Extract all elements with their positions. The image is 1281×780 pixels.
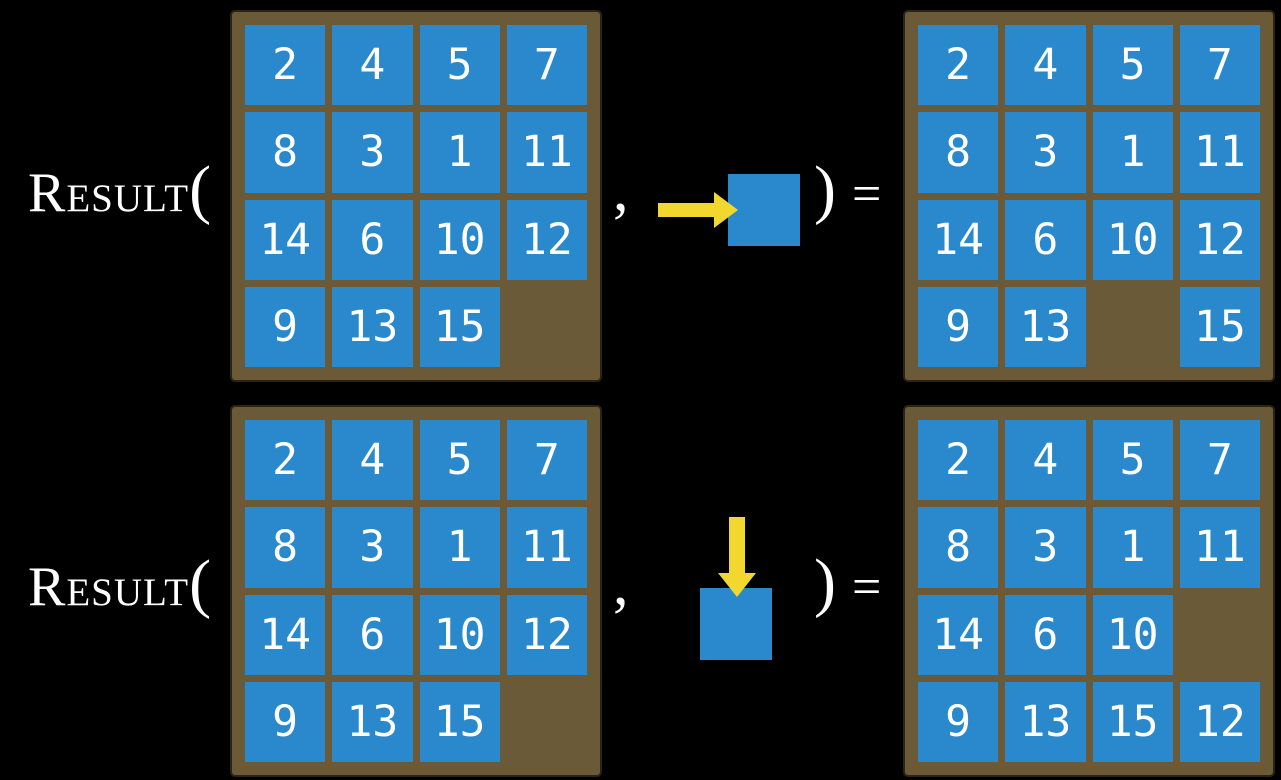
puzzle-tile: 4 [332, 25, 413, 106]
function-name: Result [28, 162, 190, 224]
puzzle-tile: 13 [332, 681, 413, 762]
puzzle-tile: 5 [419, 420, 500, 501]
puzzle-tile: 8 [245, 112, 326, 193]
down-arrow-icon [718, 517, 756, 597]
puzzle-tile: 4 [1005, 25, 1086, 106]
puzzle-tile: 14 [918, 594, 999, 675]
puzzle-tile: 3 [332, 507, 413, 588]
puzzle-tile: 14 [245, 199, 326, 280]
comma-separator: , [613, 156, 629, 224]
puzzle-tile: 10 [419, 594, 500, 675]
puzzle-tile: 12 [506, 594, 587, 675]
puzzle-tile: 15 [419, 286, 500, 367]
puzzle-tile: 3 [1005, 507, 1086, 588]
puzzle-tile: 7 [506, 420, 587, 501]
result-function-label: Result( [28, 544, 211, 624]
puzzle-tile: 8 [918, 112, 999, 193]
puzzle-tile: 3 [332, 112, 413, 193]
puzzle-tile: 9 [245, 681, 326, 762]
action-tile-down [700, 588, 772, 660]
puzzle-tile: 11 [506, 507, 587, 588]
puzzle-tile: 2 [245, 420, 326, 501]
puzzle-tile: 2 [918, 25, 999, 106]
puzzle-tile: 2 [918, 420, 999, 501]
equals-sign: = [851, 559, 882, 616]
close-paren: ) [814, 546, 836, 619]
puzzle-tile: 7 [506, 25, 587, 106]
puzzle-tile: 14 [918, 199, 999, 280]
puzzle-tile: 13 [332, 286, 413, 367]
puzzle-tile: 13 [1005, 681, 1086, 762]
puzzle-tile: 6 [1005, 594, 1086, 675]
puzzle-tile: 9 [245, 286, 326, 367]
puzzle-tile: 10 [1092, 594, 1173, 675]
puzzle-tile: 11 [1179, 507, 1260, 588]
puzzle-tile: 6 [332, 594, 413, 675]
puzzle-tile: 1 [1092, 112, 1173, 193]
puzzle-tile: 6 [1005, 199, 1086, 280]
blank-cell [507, 682, 587, 762]
puzzle-tile: 10 [419, 199, 500, 280]
puzzle-tile: 4 [1005, 420, 1086, 501]
puzzle-tile: 1 [419, 507, 500, 588]
puzzle-tile: 12 [1179, 681, 1260, 762]
puzzle-tile: 7 [1179, 25, 1260, 106]
blank-cell [1093, 287, 1173, 367]
function-name: Result [28, 556, 190, 618]
puzzle-tile: 5 [419, 25, 500, 106]
puzzle-tile: 12 [506, 199, 587, 280]
puzzle-tile: 8 [245, 507, 326, 588]
action-tile-right [728, 174, 800, 246]
result-function-label: Result( [28, 150, 211, 230]
puzzle-tile: 11 [506, 112, 587, 193]
equals-sign: = [851, 166, 882, 223]
puzzle-tile: 9 [918, 286, 999, 367]
comma-separator: , [613, 550, 629, 618]
puzzle-tile: 15 [419, 681, 500, 762]
puzzle-tile: 2 [245, 25, 326, 106]
close-paren: ) [814, 153, 836, 226]
puzzle-tile: 14 [245, 594, 326, 675]
open-paren: ( [189, 547, 212, 620]
close-paren-equals: )= [814, 543, 881, 623]
puzzle-tile: 11 [1179, 112, 1260, 193]
puzzle-tile: 12 [1179, 199, 1260, 280]
puzzle-tile: 1 [1092, 507, 1173, 588]
blank-cell [507, 287, 587, 367]
puzzle-tile: 15 [1092, 681, 1173, 762]
close-paren-equals: )= [814, 150, 881, 230]
puzzle-tile: 15 [1179, 286, 1260, 367]
puzzle-tile: 1 [419, 112, 500, 193]
puzzle-tile: 5 [1092, 420, 1173, 501]
open-paren: ( [189, 153, 212, 226]
puzzle-tile: 10 [1092, 199, 1173, 280]
blank-cell [1180, 595, 1260, 675]
puzzle-tile: 4 [332, 420, 413, 501]
right-arrow-icon [658, 192, 738, 228]
puzzle-tile: 5 [1092, 25, 1173, 106]
puzzle-tile: 8 [918, 507, 999, 588]
puzzle-tile: 13 [1005, 286, 1086, 367]
puzzle-tile: 3 [1005, 112, 1086, 193]
puzzle-tile: 6 [332, 199, 413, 280]
puzzle-tile: 7 [1179, 420, 1260, 501]
puzzle-tile: 9 [918, 681, 999, 762]
